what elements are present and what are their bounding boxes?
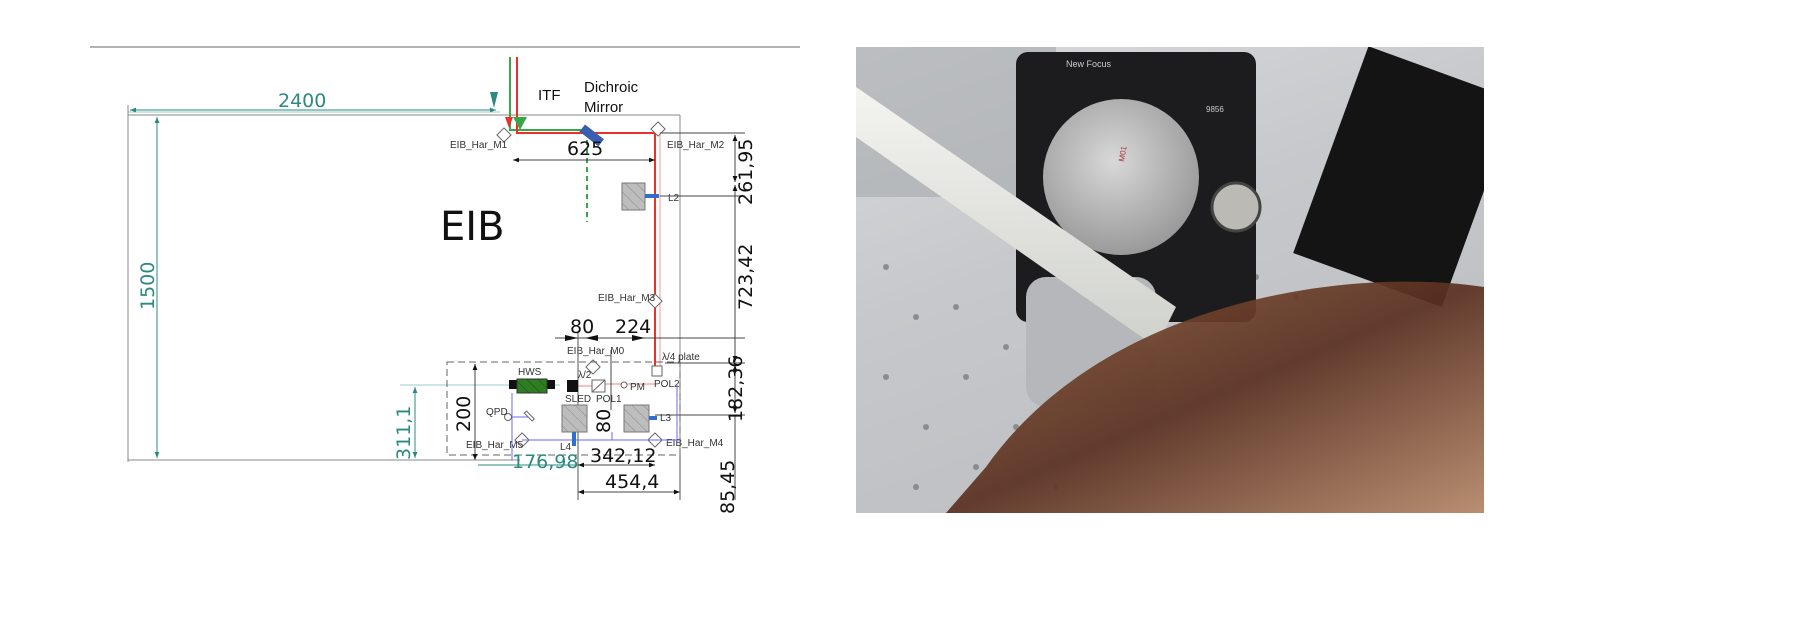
- label-itf: ITF: [538, 87, 561, 104]
- label-mirror: Mirror: [584, 99, 623, 116]
- sled-source: [567, 380, 578, 392]
- mount-model: 9856: [1206, 105, 1224, 114]
- mount-brand: New Focus: [1066, 59, 1112, 69]
- teal-marker-icon: [490, 92, 498, 108]
- label-m4: EIB_Har_M4: [666, 438, 724, 449]
- qpd-detector: [504, 413, 512, 421]
- mirror-label: M01: [1117, 145, 1129, 162]
- dim-1500: 1500: [137, 262, 159, 310]
- label-pol2: POL2: [654, 379, 680, 390]
- mirror-mount-photo: New Focus 9856 M01: [856, 47, 1484, 513]
- dim-224: 224: [615, 316, 651, 338]
- qpd-pickoff: [523, 410, 535, 422]
- blurred-foreground-object: [946, 281, 1484, 513]
- lens-l3: [649, 416, 657, 420]
- photo-rendering: New Focus 9856 M01: [856, 47, 1484, 513]
- label-qpd: QPD: [486, 407, 508, 418]
- label-m1: EIB_Har_M1: [450, 140, 508, 151]
- dim-723: 723,42: [735, 244, 757, 310]
- hws-subassembly-box: [446, 361, 681, 456]
- pol1-split: [591, 379, 606, 393]
- dim-261: 261,95: [735, 139, 757, 205]
- label-l4: L4: [560, 442, 572, 453]
- dim-200: 200: [453, 396, 475, 432]
- l2-box: [621, 182, 646, 211]
- lens-l4: [572, 432, 576, 446]
- label-pol1: POL1: [596, 394, 622, 405]
- board-title: EIB: [440, 204, 505, 250]
- dim-80a: 80: [570, 316, 594, 338]
- label-m0: EIB_Har_M0: [567, 346, 625, 357]
- pol2-cube: [651, 365, 663, 377]
- dim-625: 625: [567, 138, 603, 160]
- label-m3: EIB_Har_M3: [598, 293, 656, 304]
- label-pm: PM: [630, 382, 645, 393]
- label-m5: EIB_Har_M5: [466, 440, 524, 451]
- adjuster-knob: [1210, 181, 1262, 233]
- dim-2400: 2400: [278, 90, 326, 112]
- l4-box: [561, 404, 588, 433]
- dichroic-mirror: [579, 124, 604, 147]
- dim-182: 182,36: [725, 356, 747, 422]
- dim-85: 85,45: [717, 460, 739, 514]
- label-qwp: λ/4 plate: [662, 352, 700, 363]
- label-l2: L2: [668, 193, 680, 204]
- right-dimension-chain: [655, 132, 745, 500]
- side-mount: [1293, 47, 1484, 308]
- lens-l2: [645, 194, 659, 198]
- label-l3: L3: [660, 413, 672, 424]
- label-m2: EIB_Har_M2: [667, 140, 725, 151]
- label-dichroic: Dichroic: [584, 79, 639, 96]
- label-sled: SLED: [565, 394, 591, 405]
- pm-detector: [620, 381, 628, 389]
- l3-box: [623, 404, 650, 433]
- dim-311: 311,1: [393, 406, 415, 460]
- label-hws: HWS: [518, 367, 542, 378]
- optical-layout-diagram: 2400 1500 311,1 ITF Dichroic Mirror EIB_…: [90, 46, 800, 514]
- red-beam-arrow-icon: [505, 117, 513, 128]
- dim-342: 342,12: [590, 445, 656, 467]
- label-hwp: λ/2: [578, 370, 592, 381]
- dim-454: 454,4: [605, 471, 659, 493]
- fiber-tube: [856, 87, 1176, 347]
- dim-80b: 80: [593, 409, 615, 433]
- hws-sensor: [516, 378, 548, 394]
- mirror-optic: [1043, 99, 1199, 255]
- hws-beam-path: [510, 385, 680, 460]
- green-beam-arrow-icon: [513, 117, 527, 130]
- dim-176: 176,98: [512, 451, 578, 473]
